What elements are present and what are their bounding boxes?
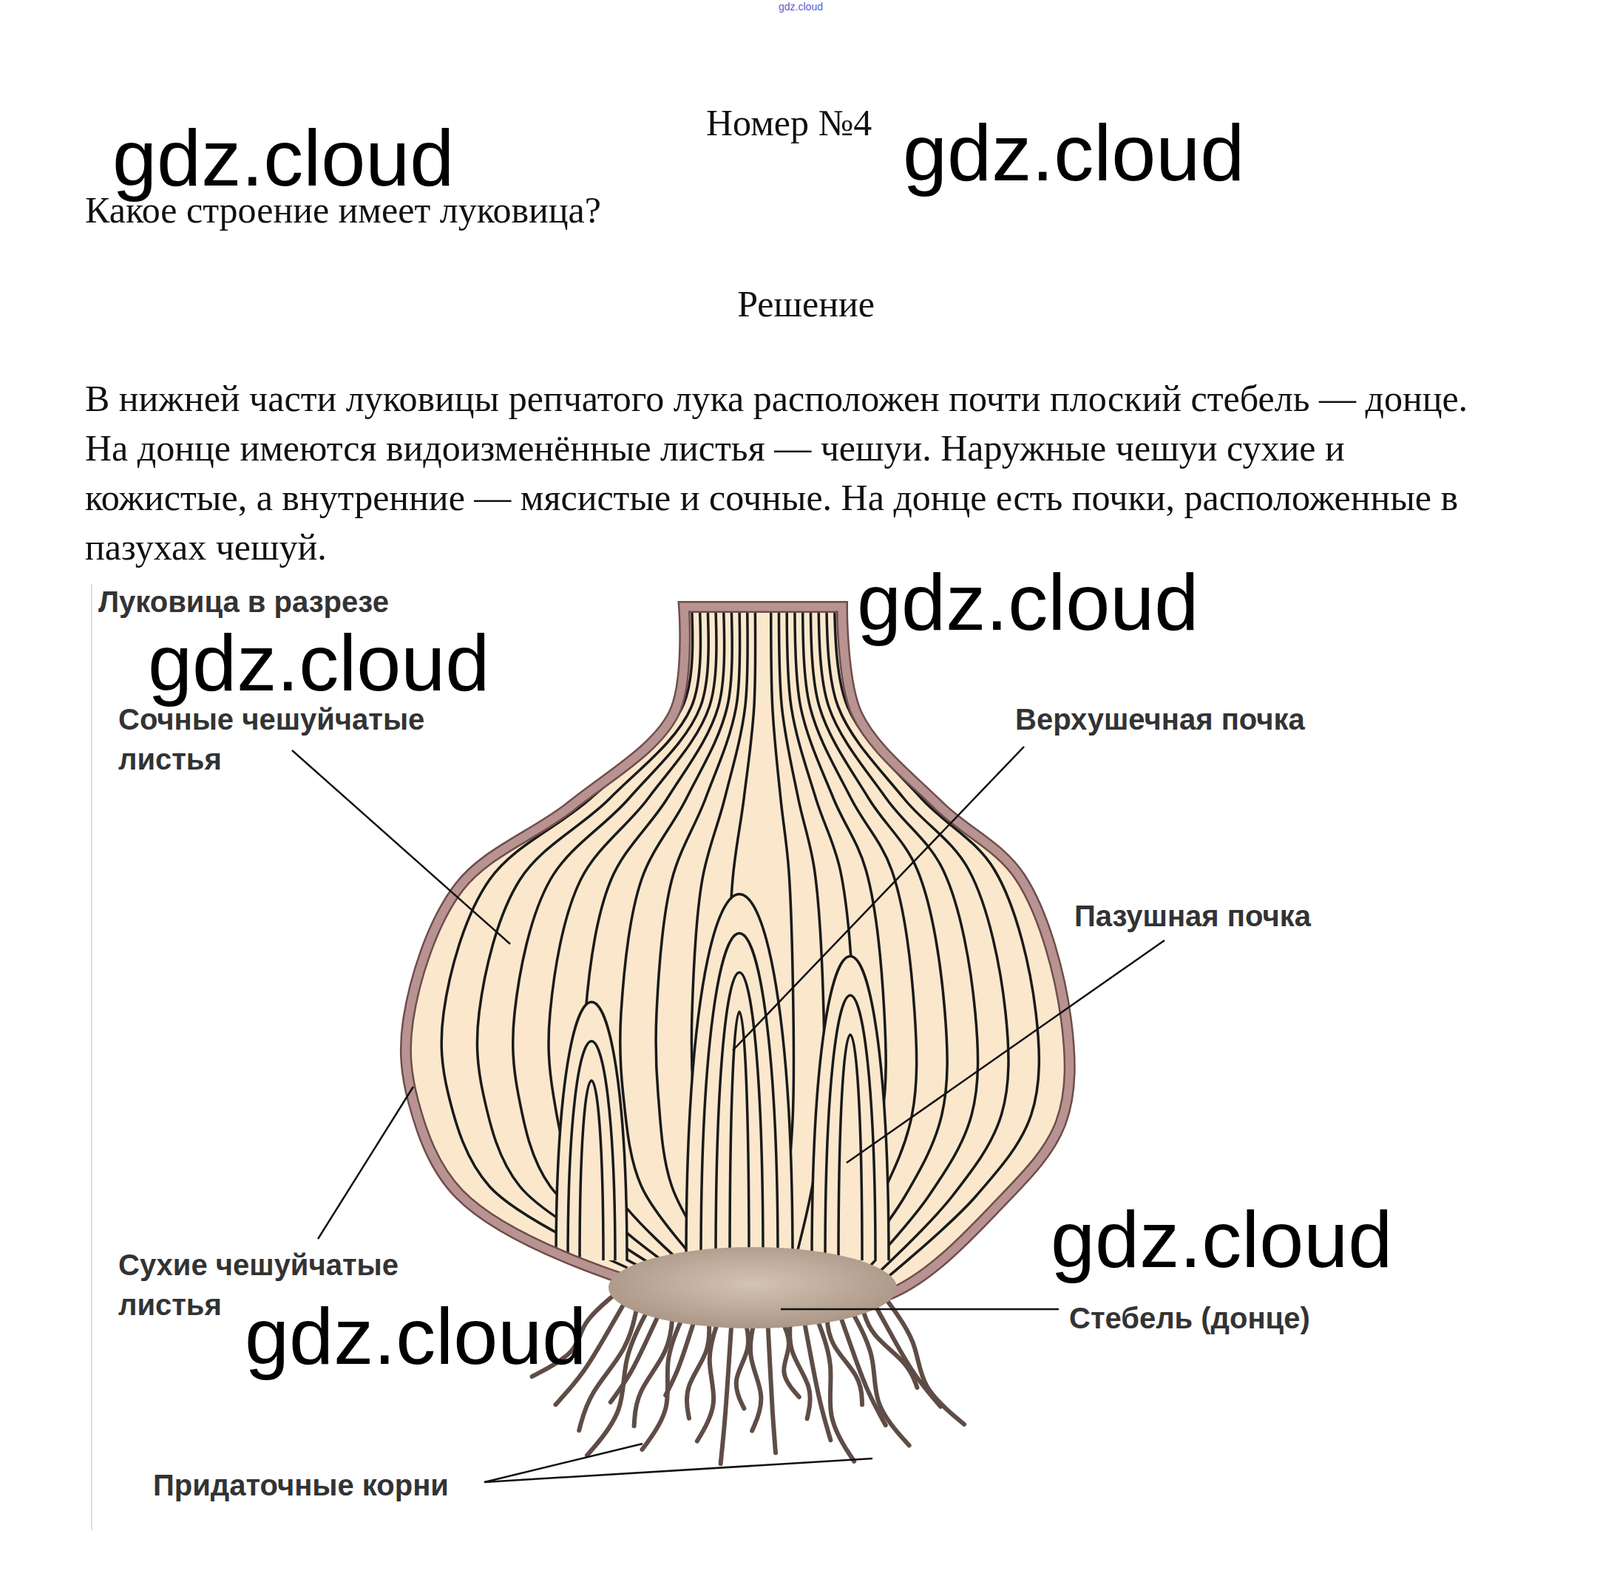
dry-scale-outline xyxy=(405,607,1070,1307)
adventitious-root xyxy=(802,1314,831,1441)
basal-plate xyxy=(608,1247,897,1329)
bud-leaf-line xyxy=(729,1012,749,1261)
bud-leaf-line xyxy=(579,1080,604,1261)
watermark: gdz.cloud xyxy=(244,1296,587,1377)
bud-leaf-line xyxy=(567,1041,616,1261)
adventitious-root xyxy=(587,1307,650,1456)
leader-line xyxy=(484,1458,873,1483)
adventitious-root xyxy=(767,1316,776,1453)
bud-leaf-line xyxy=(700,933,778,1262)
part-label: Верхушечная почка xyxy=(1015,699,1305,740)
bud-leaf-line xyxy=(715,973,764,1261)
figure-border xyxy=(90,584,93,1531)
watermark: gdz.cloud xyxy=(763,1,838,12)
adventitious-root xyxy=(885,1299,965,1425)
bud-leaf-line xyxy=(556,1001,627,1261)
leader-line xyxy=(732,746,1025,1051)
leader-line xyxy=(780,1308,1059,1311)
watermark: gdz.cloud xyxy=(112,118,454,199)
adventitious-root xyxy=(686,1315,710,1419)
part-label: Придаточные корни xyxy=(153,1465,449,1506)
bud-leaf-line xyxy=(825,995,876,1261)
part-label: Пазушная почка xyxy=(1074,896,1311,937)
figure-title: Луковица в разрезе xyxy=(98,581,389,622)
bud-leaf-line xyxy=(838,1035,863,1261)
part-label: Сочные чешуйчатые листья xyxy=(118,699,466,780)
watermark: gdz.cloud xyxy=(147,623,490,704)
leader-line xyxy=(292,750,511,945)
adventitious-root xyxy=(720,1316,732,1464)
leader-line xyxy=(317,1086,414,1240)
adventitious-root xyxy=(736,1316,749,1409)
dry-scale-band xyxy=(405,607,1070,1307)
adventitious-root xyxy=(641,1313,685,1450)
adventitious-root xyxy=(750,1316,761,1431)
question: Какое строение имеет луковица? xyxy=(85,187,602,233)
watermark: gdz.cloud xyxy=(1050,1200,1393,1280)
leader-line xyxy=(846,940,1165,1164)
adventitious-root xyxy=(850,1308,910,1446)
leader-line xyxy=(484,1443,643,1483)
adventitious-root xyxy=(578,1304,638,1431)
watermark: gdz.cloud xyxy=(902,113,1245,193)
bud-leaf-line xyxy=(686,893,793,1261)
part-label: Стебель (донце) xyxy=(1069,1298,1311,1339)
adventitious-root xyxy=(697,1316,721,1442)
solution-heading: Решение xyxy=(658,281,954,327)
answer-text: В нижней части луковицы репчатого лука р… xyxy=(85,374,1490,573)
exercise-number: Номер №4 xyxy=(706,100,872,145)
watermark: gdz.cloud xyxy=(856,562,1199,643)
scale-leaf-line xyxy=(818,591,979,1288)
bud-leaf-line xyxy=(811,956,889,1261)
adventitious-root xyxy=(862,1306,917,1388)
adventitious-root xyxy=(610,1310,661,1403)
